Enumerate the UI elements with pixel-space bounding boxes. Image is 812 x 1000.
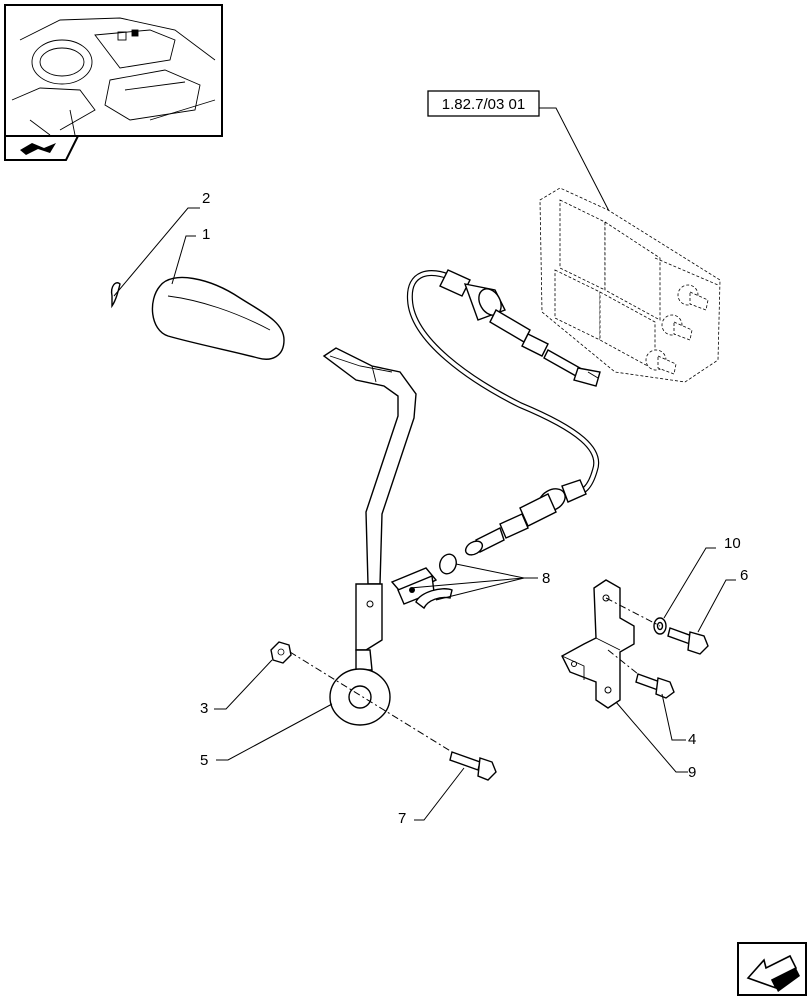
location-thumbnail[interactable]	[4, 4, 223, 137]
callout-4: 4	[688, 731, 696, 748]
bolt-lower	[635, 673, 675, 699]
control-lever	[322, 347, 417, 726]
cable-fittings-kit	[390, 553, 457, 610]
control-valve-block	[539, 187, 721, 383]
reference-box[interactable]: 1.82.7/03 01	[427, 90, 540, 117]
bolt-upper	[667, 627, 709, 655]
leader-lines	[113, 207, 736, 821]
back-arrow-icon[interactable]	[737, 942, 807, 996]
callout-6: 6	[740, 567, 748, 584]
callout-2: 2	[202, 190, 210, 207]
callout-5: 5	[200, 752, 208, 769]
nut	[270, 641, 292, 664]
bolt-lever	[449, 751, 497, 781]
control-cable	[406, 269, 601, 556]
callout-1: 1	[202, 226, 210, 243]
callout-3: 3	[200, 700, 208, 717]
callout-8: 8	[542, 570, 550, 587]
direction-arrow-icon[interactable]	[4, 135, 80, 161]
reference-code: 1.82.7/03 01	[442, 96, 525, 113]
callout-9: 9	[688, 764, 696, 781]
mounting-bracket	[561, 579, 635, 709]
callout-10: 10	[724, 535, 741, 552]
callout-7: 7	[398, 810, 406, 827]
lever-knob	[151, 276, 285, 360]
